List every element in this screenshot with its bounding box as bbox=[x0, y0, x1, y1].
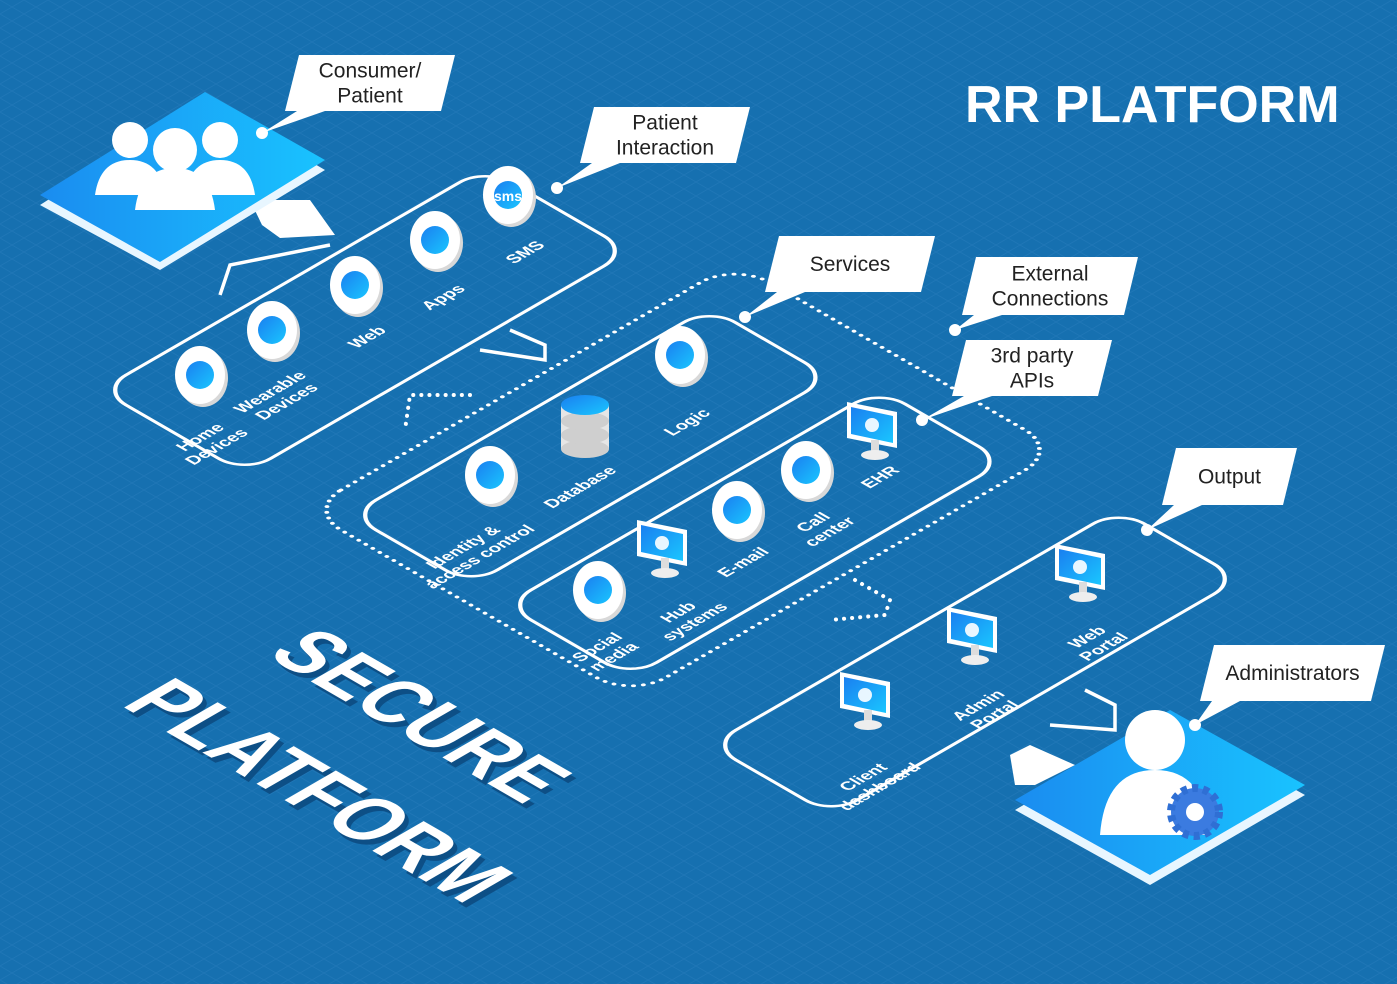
callout-administrators: Administrators bbox=[1189, 645, 1385, 731]
globe-monitor-icon bbox=[1055, 544, 1105, 602]
node-dot bbox=[949, 324, 961, 336]
node-dot bbox=[1141, 524, 1153, 536]
callout-text: Administrators bbox=[1225, 662, 1359, 685]
services-loop bbox=[363, 315, 818, 578]
headset-icon bbox=[781, 441, 834, 502]
external-connections-loop bbox=[518, 396, 992, 670]
sms-badge-text: sms bbox=[494, 188, 522, 204]
node-dot bbox=[1189, 719, 1201, 731]
at-sign-icon bbox=[712, 481, 765, 542]
secure-platform-dotted-loop bbox=[324, 272, 1042, 688]
admin-user-gear-icon bbox=[1100, 710, 1223, 840]
arrow-to-services bbox=[479, 328, 547, 363]
apps-icon bbox=[410, 211, 463, 272]
page-title: RR PLATFORM bbox=[965, 76, 1340, 134]
node-dot bbox=[739, 311, 751, 323]
medical-monitor-icon bbox=[847, 402, 897, 460]
patient-interaction-item[interactable]: Web bbox=[330, 256, 391, 351]
gears-monitor-icon bbox=[947, 607, 997, 665]
callout-services: Services bbox=[739, 236, 935, 323]
node-dot bbox=[551, 182, 563, 194]
social-icon bbox=[573, 561, 626, 622]
arrow-dotted-output bbox=[828, 578, 893, 622]
output-loop bbox=[723, 516, 1227, 808]
callout-text: Output bbox=[1198, 466, 1261, 489]
callout-output: Output bbox=[1141, 448, 1297, 536]
node-dot bbox=[256, 127, 268, 139]
gears-head-icon bbox=[655, 326, 708, 387]
arrow-from-admin bbox=[1010, 745, 1075, 785]
callout-text: Services bbox=[810, 253, 891, 276]
output-item[interactable]: WebPortal bbox=[1055, 544, 1133, 664]
wearable-heart-icon bbox=[247, 301, 300, 362]
chart-monitor-icon bbox=[840, 672, 890, 730]
patient-interaction-loop bbox=[113, 175, 617, 466]
administrator-platform bbox=[1015, 710, 1305, 885]
callout-text: Consumer/Patient bbox=[319, 60, 422, 108]
lock-shield-icon bbox=[465, 446, 518, 507]
callout-consumer-patient: Consumer/Patient bbox=[256, 55, 455, 139]
globe-icon bbox=[330, 256, 383, 317]
external-item[interactable]: Hubsystems bbox=[637, 520, 732, 644]
database-icon bbox=[561, 395, 609, 458]
external-item[interactable]: EHR bbox=[847, 402, 904, 491]
home-wifi-icon bbox=[175, 346, 228, 407]
arrow-to-admin bbox=[1049, 688, 1117, 732]
node-dot bbox=[916, 414, 928, 426]
arrow-to-consumer bbox=[218, 243, 331, 296]
hub-monitor-icon bbox=[637, 520, 687, 578]
sms-icon: sms bbox=[483, 166, 536, 227]
users-group-icon bbox=[95, 122, 255, 210]
patient-interaction-item[interactable]: Apps bbox=[410, 211, 470, 313]
arrow-into-interaction bbox=[250, 200, 335, 238]
consumer-platform bbox=[40, 92, 325, 270]
